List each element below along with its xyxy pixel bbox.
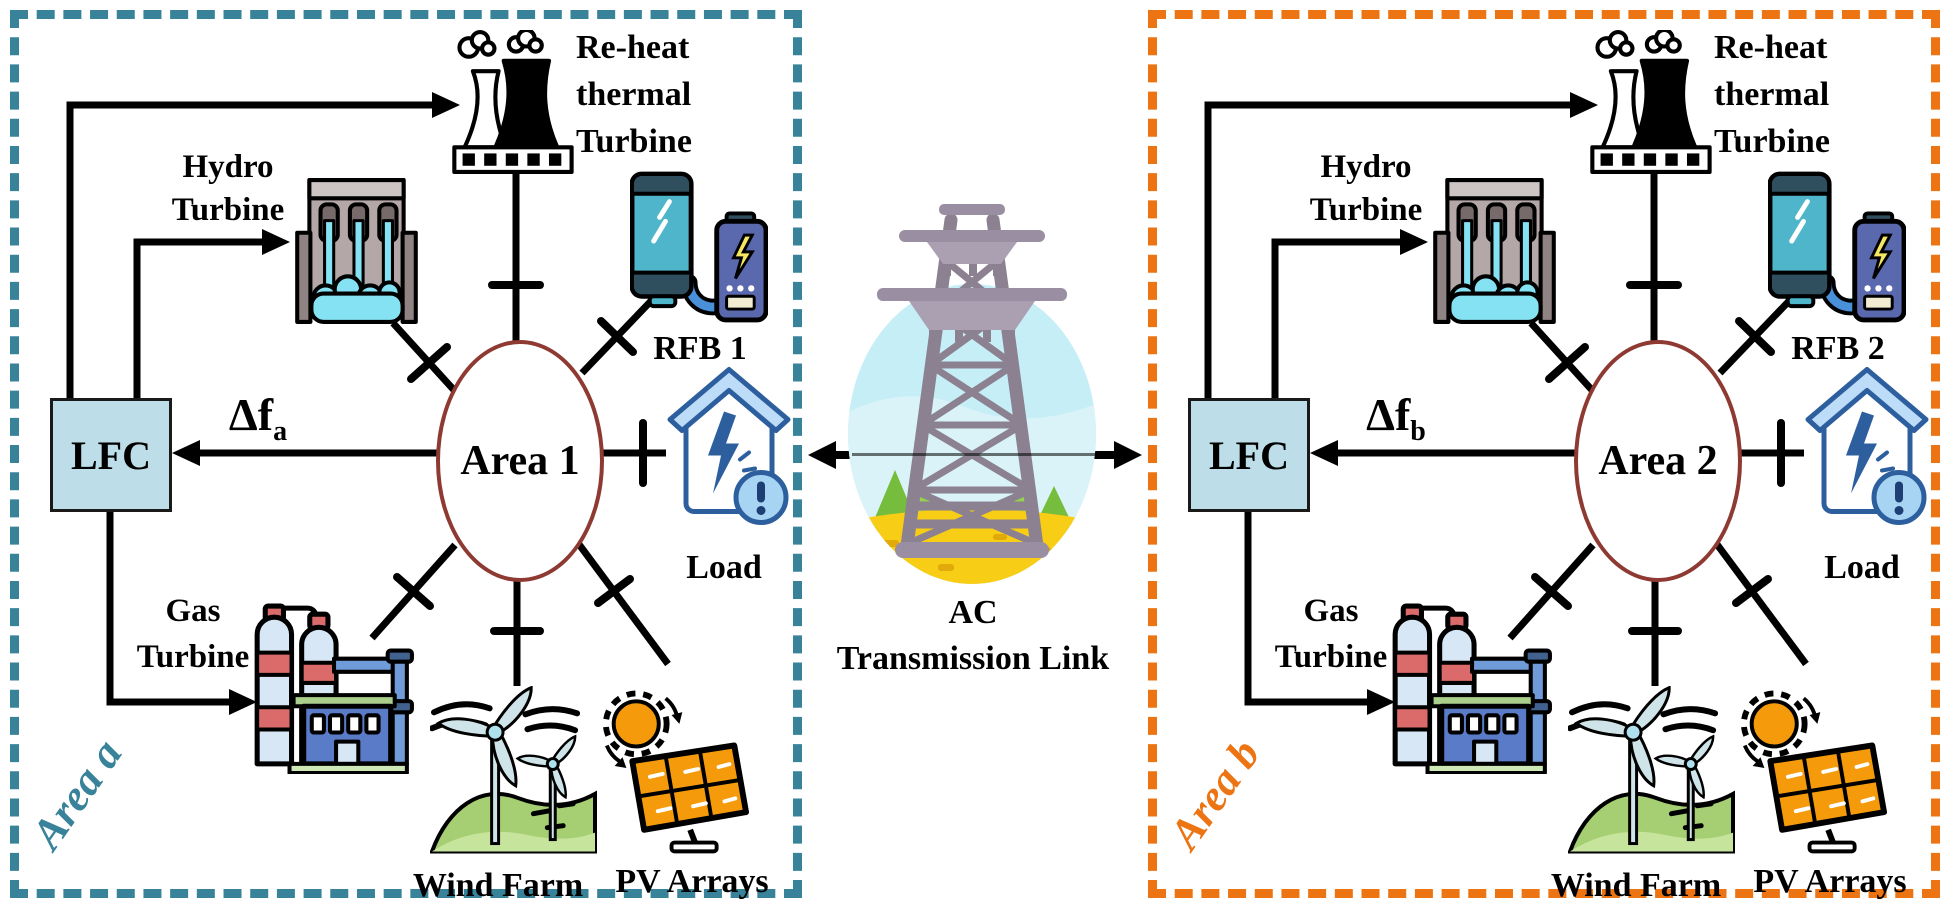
wind-farm-label: Wind Farm: [1550, 867, 1722, 904]
ac-transmission-link-label: AC Transmission Link: [836, 594, 1110, 677]
load-house-icon: [1802, 363, 1932, 529]
area-bus-ellipse: Area 1: [436, 340, 604, 582]
frequency-deviation-label: Δfa: [228, 389, 288, 448]
lfc-block: LFC: [1188, 398, 1310, 512]
reheat-thermal-label: Re-heat thermal Turbine: [576, 29, 692, 160]
wind-farm-icon: [1568, 686, 1735, 854]
pv-arrays-icon: [597, 682, 749, 855]
pv-arrays-label: PV Arrays: [615, 863, 769, 900]
area-b-frame: [1148, 10, 1940, 898]
hydro-turbine-icon: [1431, 176, 1558, 328]
frequency-deviation-label: Δfb: [1366, 389, 1426, 448]
area-bus-ellipse: Area 2: [1574, 340, 1742, 582]
load-house-icon: [664, 363, 794, 529]
area-b-region: Re-heat thermal Turbine Hydro Turbine Ga…: [1138, 0, 1940, 911]
area-a-region: Re-heat thermal Turbine Hydro Turbine Ga…: [0, 0, 802, 911]
hydro-turbine-label: Hydro Turbine: [1309, 149, 1423, 228]
rfb-battery-icon: [630, 165, 768, 325]
reheat-thermal-label: Re-heat thermal Turbine: [1714, 29, 1830, 160]
tie-line-zone: [802, 0, 1146, 911]
rfb-label: RFB 1: [653, 330, 747, 367]
reheat-thermal-turbine-icon: [1590, 30, 1714, 174]
pv-arrays-icon: [1735, 682, 1887, 855]
reheat-thermal-turbine-icon: [452, 30, 576, 174]
rfb-battery-icon: [1768, 165, 1906, 325]
transmission-tower-icon: [843, 200, 1101, 585]
load-label: Load: [686, 549, 762, 586]
gas-turbine-label: Gas Turbine: [136, 593, 250, 675]
pv-arrays-label: PV Arrays: [1753, 863, 1907, 900]
hydro-turbine-icon: [293, 176, 420, 328]
tie-line-arrows: [808, 441, 1142, 469]
wind-farm-label: Wind Farm: [412, 867, 584, 904]
tie-line-through-globe: [852, 453, 1096, 456]
hydro-turbine-label: Hydro Turbine: [171, 149, 285, 228]
rfb-label: RFB 2: [1791, 330, 1885, 367]
gas-turbine-label: Gas Turbine: [1274, 593, 1388, 675]
wind-farm-icon: [430, 686, 597, 854]
area-a-frame: [10, 10, 802, 898]
load-label: Load: [1824, 549, 1900, 586]
lfc-block: LFC: [50, 398, 172, 512]
